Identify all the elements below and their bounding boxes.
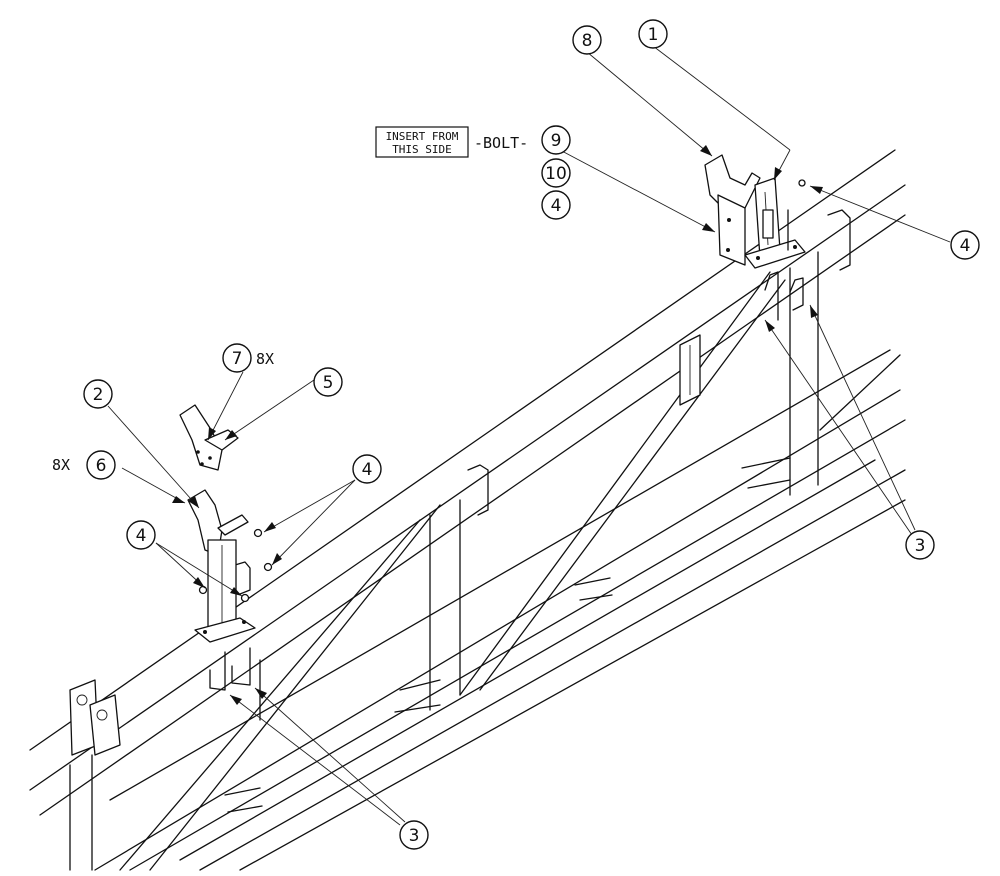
callout-7-number: 7	[232, 349, 243, 369]
cradle-bracket-assembly-right	[704, 154, 806, 321]
callout-4-number: 4	[551, 196, 562, 216]
insert-note-line1: INSERT FROM	[386, 130, 459, 143]
callout-8: 8	[572, 25, 602, 55]
callout-2: 2	[83, 379, 113, 409]
qty-label-6: 8X	[52, 456, 70, 474]
callout-6: 8X 6	[52, 450, 116, 480]
callout-5-number: 5	[323, 373, 334, 393]
callout-10: 10	[541, 158, 571, 188]
callout-4-number: 4	[136, 526, 147, 546]
bolt-insertion-note: INSERT FROM THIS SIDE -BOLT-	[375, 126, 528, 158]
callout-8-number: 8	[582, 31, 593, 51]
cradle-bracket-assembly-left	[179, 404, 273, 691]
callout-6-number: 6	[96, 456, 107, 476]
callout-3-left: 3	[399, 820, 429, 850]
callout-2-number: 2	[93, 385, 104, 405]
insert-note-line2: THIS SIDE	[392, 143, 452, 156]
callout-4-number: 4	[362, 460, 373, 480]
callout-3-number: 3	[915, 536, 926, 556]
callout-4-rear-left: 4	[126, 520, 156, 550]
callout-9: 9	[541, 125, 571, 155]
callout-4-bolt-stack: 4	[541, 190, 571, 220]
callout-1-number: 1	[648, 25, 659, 45]
bolt-label: -BOLT-	[474, 134, 528, 152]
callout-4-number: 4	[960, 236, 971, 256]
callout-7: 7 8X	[222, 343, 274, 373]
boom-frame	[29, 149, 906, 871]
callout-10-number: 10	[545, 164, 567, 184]
callout-9-number: 9	[551, 131, 562, 151]
callout-3-number: 3	[409, 826, 420, 846]
qty-label-7: 8X	[256, 350, 274, 368]
callout-4-right: 4	[950, 230, 980, 260]
callout-1: 1	[638, 19, 668, 49]
callout-4-rear-right: 4	[352, 454, 382, 484]
callout-3-right: 3	[905, 530, 935, 560]
callout-5: 5	[313, 367, 343, 397]
leader-lines	[107, 45, 951, 826]
